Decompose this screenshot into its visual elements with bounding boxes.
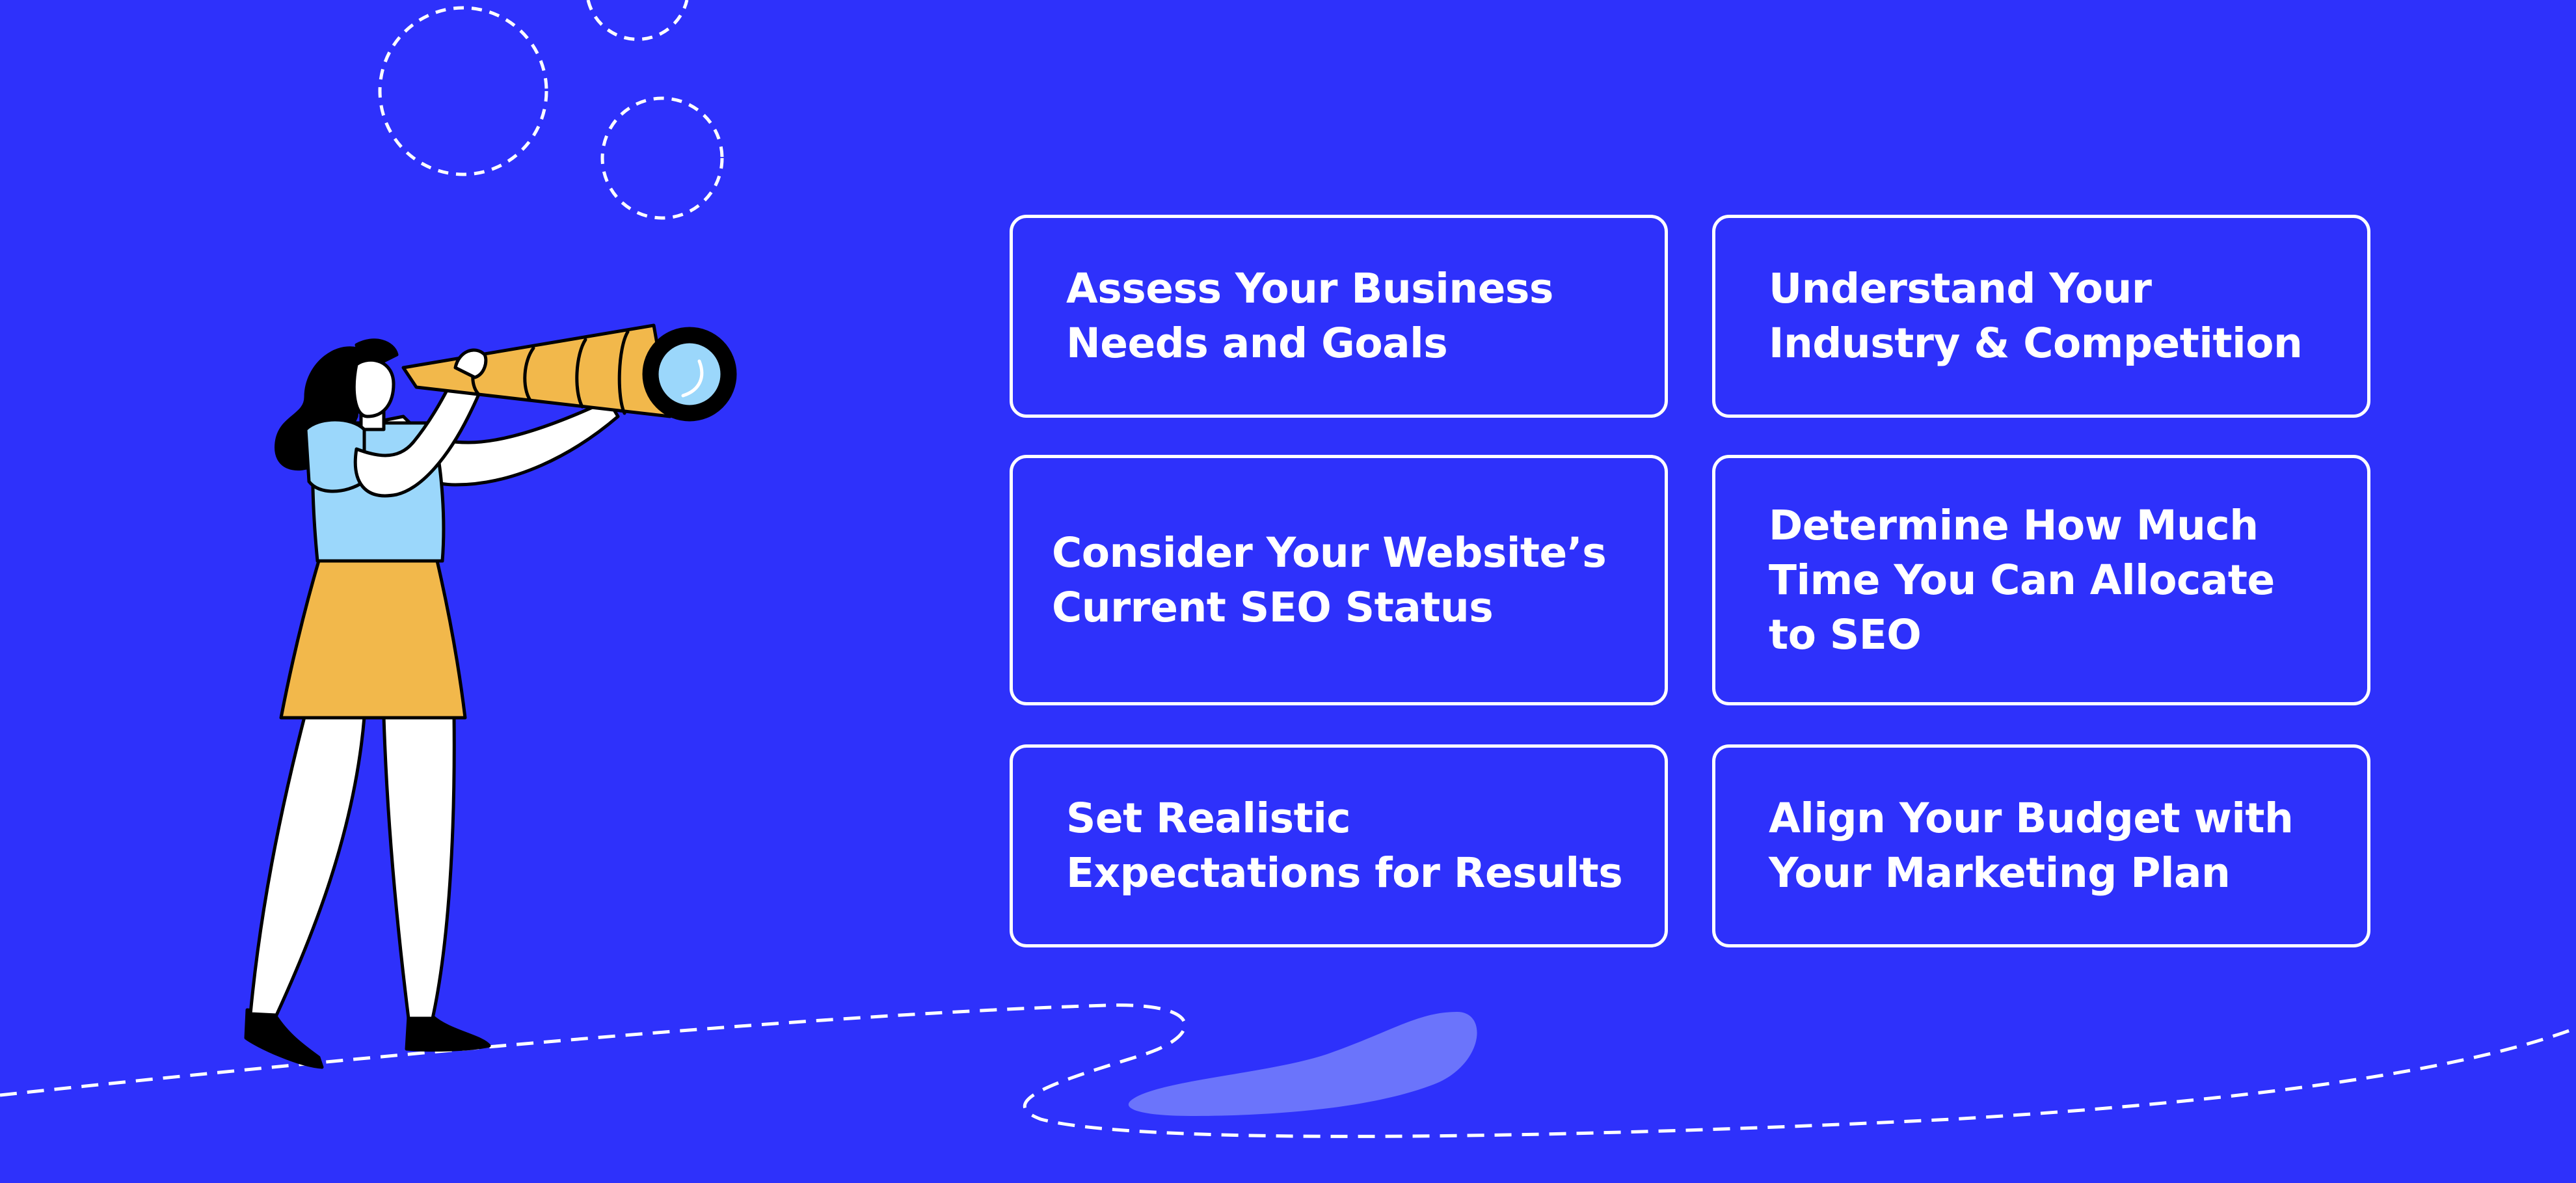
- card-text: Understand Your Industry & Competition: [1769, 265, 2303, 367]
- card-consider-seo-status: Consider Your Website’s Current SEO Stat…: [1010, 455, 1668, 705]
- card-align-budget: Align Your Budget with Your Marketing Pl…: [1712, 744, 2370, 947]
- card-set-expectations: Set Realistic Expectations for Results: [1010, 744, 1668, 947]
- card-determine-time: Determine How Much Time You Can Allocate…: [1712, 455, 2370, 705]
- card-text: Determine How Much Time You Can Allocate…: [1769, 501, 2275, 659]
- dashed-bubbles: [378, 0, 724, 220]
- bubble-top-icon: [586, 0, 689, 41]
- bubble-medium-icon: [600, 96, 724, 220]
- bubble-large-icon: [378, 6, 548, 176]
- card-assess-business-needs: Assess Your Business Needs and Goals: [1010, 215, 1668, 418]
- card-understand-industry: Understand Your Industry & Competition: [1712, 215, 2370, 418]
- card-text: Assess Your Business Needs and Goals: [1066, 265, 1553, 367]
- card-text: Align Your Budget with Your Marketing Pl…: [1769, 795, 2294, 897]
- woman-telescope-icon: [244, 323, 737, 1069]
- card-text: Set Realistic Expectations for Results: [1066, 795, 1623, 897]
- floor-blob: [1128, 1012, 1477, 1116]
- card-text: Consider Your Website’s Current SEO Stat…: [1052, 528, 1607, 631]
- dashed-path: [0, 1003, 2576, 1138]
